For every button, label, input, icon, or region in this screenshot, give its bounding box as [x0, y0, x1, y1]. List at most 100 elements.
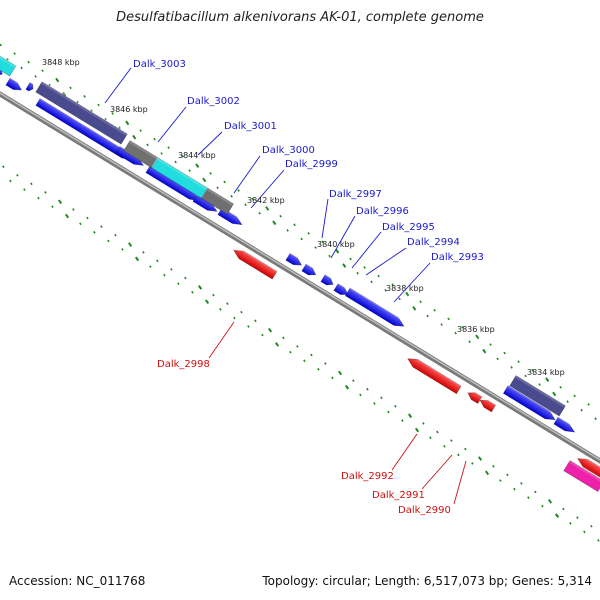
- track-tick: [580, 408, 583, 412]
- track-tick: [594, 417, 597, 421]
- track-tick: [114, 233, 117, 237]
- track-tick: [450, 439, 453, 442]
- track-tick: [267, 327, 273, 333]
- track-tick: [583, 530, 586, 534]
- gene-arrow: [320, 273, 336, 286]
- leader-line: [365, 247, 407, 276]
- track-tick: [27, 60, 30, 64]
- track-tick: [475, 334, 480, 340]
- track-tick: [433, 308, 436, 312]
- track-tick: [170, 268, 173, 271]
- track-tick: [258, 211, 261, 215]
- track-tick: [20, 66, 23, 70]
- track-tick: [398, 297, 401, 301]
- track-tick: [484, 470, 490, 476]
- track-tick: [44, 191, 47, 194]
- gene-arrow: [407, 354, 463, 395]
- track-tick: [184, 276, 187, 280]
- track-tick: [310, 353, 313, 357]
- track-tick: [216, 186, 219, 190]
- gene-label: Dalk_3000: [262, 145, 315, 156]
- track-tick: [587, 403, 590, 406]
- gene-label: Dalk_2997: [329, 189, 382, 200]
- track-tick: [443, 444, 446, 448]
- track-tick: [447, 317, 450, 321]
- track-tick: [272, 220, 277, 226]
- leader-line: [351, 231, 382, 269]
- track-tick: [314, 246, 317, 249]
- track-tick: [534, 490, 537, 494]
- track-tick: [265, 206, 270, 211]
- track-tick: [188, 169, 191, 172]
- gene-block: [151, 155, 209, 199]
- track-tick: [352, 379, 355, 383]
- track-tick: [197, 285, 203, 290]
- gene-block: [201, 186, 235, 215]
- track-tick: [23, 188, 26, 191]
- track-tick: [547, 499, 553, 504]
- leader-line: [208, 321, 235, 359]
- track-tick: [296, 345, 299, 348]
- track-tick: [468, 340, 471, 344]
- track-tick: [37, 196, 40, 200]
- tick-label: 3842 kbp: [247, 196, 285, 205]
- map-title: Desulfatibacillum alkenivorans AK-01, co…: [116, 10, 484, 25]
- track-tick: [261, 333, 264, 337]
- track-tick: [391, 283, 394, 286]
- track-tick: [520, 482, 523, 485]
- track-tick: [118, 126, 121, 130]
- leader-line: [321, 198, 329, 239]
- track-tick: [293, 223, 296, 227]
- track-tick: [359, 393, 362, 397]
- track-tick: [125, 120, 130, 126]
- track-tick: [244, 203, 247, 207]
- track-tick: [202, 177, 207, 183]
- track-tick: [240, 310, 243, 314]
- track-tick: [100, 225, 103, 228]
- track-tick: [247, 325, 250, 328]
- track-tick: [41, 69, 44, 73]
- label-leader-lines: [104, 67, 467, 505]
- track-tick: [195, 163, 200, 169]
- track-tick: [0, 43, 2, 47]
- track-tick: [230, 194, 233, 198]
- track-tick: [566, 400, 569, 403]
- leader-line: [330, 215, 356, 259]
- track-tick: [387, 410, 390, 414]
- track-tick: [569, 521, 572, 525]
- track-tick: [76, 100, 79, 104]
- track-tick: [370, 280, 373, 284]
- gene-arrow: [25, 80, 36, 92]
- leader-line: [391, 433, 418, 471]
- track-tick: [30, 182, 33, 186]
- track-tick: [405, 291, 410, 297]
- leader-line: [157, 106, 187, 143]
- leader-line: [197, 131, 223, 156]
- track-tick: [552, 391, 557, 397]
- genome-backbone: [0, 91, 600, 464]
- track-tick: [134, 256, 140, 262]
- track-tick: [363, 266, 366, 269]
- track-tick: [51, 205, 54, 209]
- track-tick: [57, 199, 63, 205]
- track-tick: [597, 539, 600, 542]
- track-tick: [559, 385, 562, 389]
- track-tick: [303, 359, 306, 363]
- track-tick: [412, 305, 417, 311]
- track-tick: [482, 348, 487, 354]
- gene-arrow: [285, 251, 304, 266]
- track-tick: [576, 516, 579, 519]
- track-tick: [422, 422, 425, 425]
- track-tick: [538, 383, 541, 386]
- track-tick: [6, 57, 9, 61]
- track-tick: [146, 143, 149, 147]
- topology-label: Topology: circular; Length: 6,517,073 bp…: [262, 574, 592, 588]
- gene-label: Dalk_2991: [372, 490, 425, 501]
- track-tick: [337, 370, 343, 376]
- track-tick: [163, 273, 166, 277]
- gene-label: Dalk_3002: [187, 96, 240, 107]
- gene-arrow: [233, 246, 278, 280]
- forward-gene-labels: Dalk_3003 Dalk_3002 Dalk_3001 Dalk_3000 …: [133, 59, 484, 263]
- gene-block: [509, 373, 567, 417]
- reverse-gene-labels: Dalk_2998 Dalk_2992 Dalk_2991 Dalk_2990: [157, 359, 451, 516]
